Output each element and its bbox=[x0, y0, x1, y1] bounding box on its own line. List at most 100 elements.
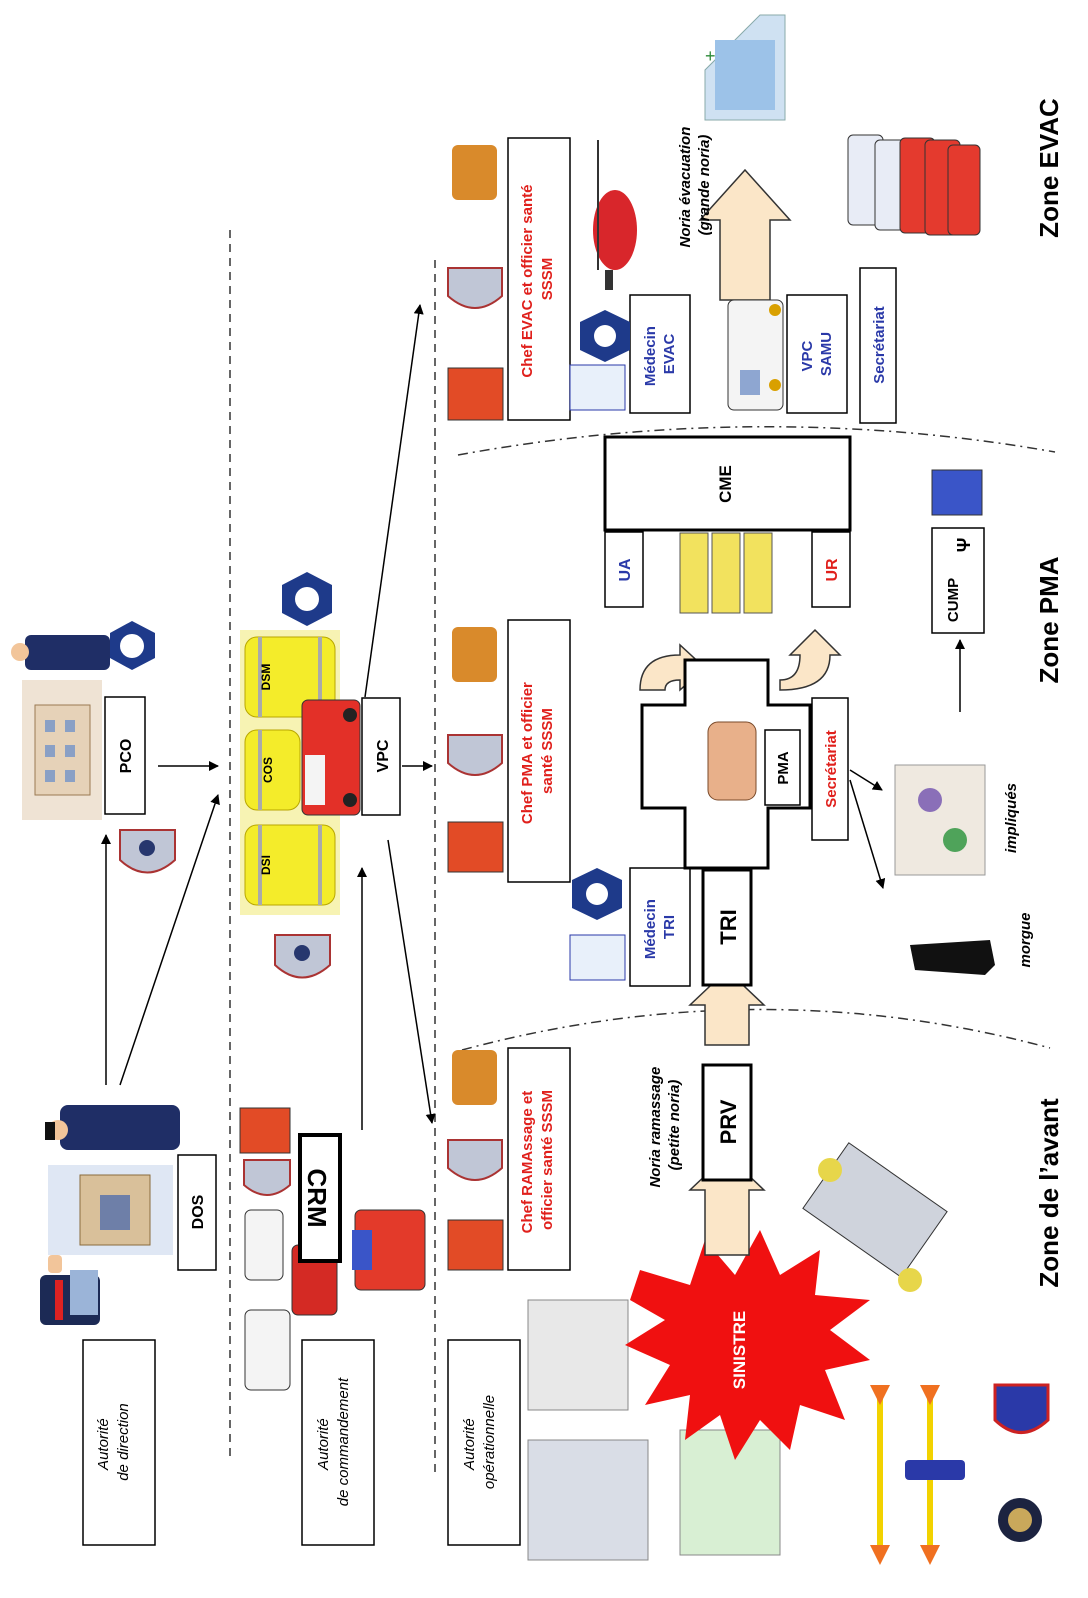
prv-label: PRV bbox=[716, 1099, 741, 1144]
chef-ramassage-box: Chef RAMAssage et officier santé SSSM bbox=[507, 1047, 571, 1271]
ua-label: UA bbox=[617, 558, 634, 582]
department-crest-icon bbox=[993, 1383, 1050, 1434]
pma-cross: PMA bbox=[640, 658, 812, 870]
chef-evac-badges bbox=[447, 145, 504, 421]
mairie-building bbox=[48, 1165, 173, 1255]
prefecture-building bbox=[22, 680, 102, 820]
morgue-label: morgue bbox=[1017, 912, 1034, 967]
svg-text:+: + bbox=[705, 46, 716, 66]
svg-text:Chef RAMAssage et offici: Chef RAMAssage et officier santé SSSM bbox=[519, 1087, 556, 1234]
svg-text:Noria ramassage (petite: Noria ramassage (petite noria) bbox=[647, 1062, 683, 1187]
sdis-emblem-icon bbox=[119, 829, 176, 874]
medecin-evac-line1: Médecin bbox=[642, 326, 659, 386]
sinistre-label: SINISTRE bbox=[730, 1311, 749, 1389]
medecin-evac-badges bbox=[569, 310, 630, 411]
impliques-label: impliqués bbox=[1003, 783, 1020, 853]
vpc-truck bbox=[301, 699, 361, 816]
prefect-figure bbox=[40, 1255, 100, 1325]
crm-box: CRM bbox=[298, 1133, 342, 1263]
chef-ramassage-line2: officier santé SSSM bbox=[539, 1090, 556, 1230]
separator-lines bbox=[229, 230, 1056, 1475]
rescuers-illustration bbox=[527, 1299, 781, 1561]
stretchers-icon bbox=[679, 532, 773, 614]
vpc-label: VPC bbox=[375, 739, 392, 772]
vest-dsi-label: DSI bbox=[259, 855, 273, 875]
chef-pma-badges bbox=[447, 627, 504, 873]
cump-box: CUMP Ψ bbox=[931, 527, 985, 634]
ambulance-samu-illustration bbox=[727, 299, 784, 411]
vest-cos: COS bbox=[244, 729, 301, 811]
medecin-evac-line2: EVAC bbox=[661, 334, 678, 375]
zone-pma-label: Zone PMA bbox=[1034, 556, 1064, 683]
hospital-building: + bbox=[704, 14, 786, 121]
chef-pma-line1: Chef PMA et officier bbox=[519, 682, 536, 824]
noria-ramassage-line1: Noria ramassage bbox=[647, 1067, 664, 1188]
svg-text:Chef EVAC et officier santé: Chef EVAC et officier santé SSSM bbox=[519, 180, 556, 377]
zone-evac-label: Zone EVAC bbox=[1034, 98, 1064, 238]
dos-box: DOS bbox=[177, 1154, 217, 1271]
authority-commandement: Autorité de commandement bbox=[301, 1339, 375, 1546]
svg-text:VPC SAMU: VPC SAMU bbox=[799, 332, 835, 376]
ur-label: UR bbox=[824, 558, 841, 582]
authority-direction: Autorité de direction bbox=[82, 1339, 156, 1546]
noria-evacuation-line1: Noria évacuation bbox=[677, 127, 694, 248]
chef-evac-box: Chef EVAC et officier santé SSSM bbox=[507, 137, 571, 421]
dos-label: DOS bbox=[190, 1194, 207, 1229]
authority-operationnelle-line1: Autorité bbox=[461, 1418, 478, 1471]
chef-ramassage-badges bbox=[447, 1050, 504, 1271]
ambulances-group-illustration bbox=[847, 134, 981, 236]
chef-pma-box: Chef PMA et officier santé SSSM bbox=[507, 619, 571, 883]
medecin-tri-box: Médecin TRI bbox=[629, 867, 691, 987]
secretariat-evac-label: Secrétariat bbox=[871, 306, 888, 384]
secretariat-evac-box: Secrétariat bbox=[859, 267, 897, 424]
chef-evac-line1: Chef EVAC et officier santé bbox=[519, 185, 536, 378]
chef-pma-line2: santé SSSM bbox=[539, 708, 556, 794]
chef-evac-line2: SSSM bbox=[539, 258, 556, 301]
tri-box: TRI bbox=[701, 868, 753, 987]
medecin-evac-box: Médecin EVAC bbox=[629, 294, 691, 414]
svg-text:Chef PMA et officier san: Chef PMA et officier santé SSSM bbox=[519, 678, 556, 824]
authority-direction-line1: Autorité bbox=[95, 1418, 112, 1471]
ur-box: UR bbox=[811, 531, 851, 608]
ua-box: UA bbox=[604, 531, 644, 608]
vest-dsm-label: DSM bbox=[259, 664, 273, 691]
pco-label: PCO bbox=[118, 739, 135, 774]
vpc-samu-line2: SAMU bbox=[818, 332, 835, 376]
prv-box: PRV bbox=[701, 1063, 753, 1182]
svg-text:Autorité opérationnelle: Autorité opérationnelle bbox=[461, 1395, 498, 1489]
cump-badge-icon bbox=[931, 469, 983, 516]
noria-ramassage-label: Noria ramassage (petite noria) bbox=[647, 1062, 683, 1188]
noria-evacuation-line2: (grande noria) bbox=[696, 135, 713, 236]
sdis-emblem-vpc-icon bbox=[274, 934, 331, 979]
sinistre-star: SINISTRE bbox=[625, 1230, 870, 1460]
medecin-tri-badges bbox=[569, 868, 626, 981]
crm-label: CRM bbox=[302, 1168, 332, 1227]
officer-figure-pco bbox=[11, 635, 110, 670]
pma-label: PMA bbox=[775, 751, 792, 785]
vpc-samu-line1: VPC bbox=[799, 340, 816, 371]
cump-label: CUMP bbox=[945, 578, 962, 622]
pma-arrows bbox=[849, 639, 965, 889]
svg-text:Noria évacuation (grande: Noria évacuation (grande noria) bbox=[677, 122, 713, 247]
secretariat-pma-box: Secrétariat bbox=[811, 697, 849, 841]
officer-figure-dos bbox=[45, 1105, 180, 1150]
samu-emblem-vpc-icon bbox=[282, 572, 332, 626]
coffin-icon bbox=[910, 940, 995, 975]
vehicles-group bbox=[244, 1209, 426, 1391]
vest-cos-label: COS bbox=[261, 757, 275, 783]
cme-box: CME bbox=[603, 435, 852, 532]
svg-text:Autorité de commandement: Autorité de commandement bbox=[315, 1377, 352, 1506]
chef-ramassage-line1: Chef RAMAssage et bbox=[519, 1091, 536, 1234]
helicopter-illustration bbox=[593, 140, 637, 290]
authority-commandement-line2: de commandement bbox=[335, 1377, 352, 1506]
svg-text:Médecin EVAC: Médecin EVAC bbox=[642, 322, 678, 386]
police-badge-icon bbox=[998, 1498, 1042, 1542]
secretariat-pma-label: Secrétariat bbox=[823, 730, 840, 808]
zone-front-label: Zone de l’avant bbox=[1034, 1098, 1064, 1288]
cump-psi-icon: Ψ bbox=[954, 538, 974, 553]
vpc-box: VPC bbox=[361, 697, 401, 816]
svg-text:Autorité de direction: Autorité de direction bbox=[95, 1403, 132, 1481]
svg-text:Médecin TRI: Médecin TRI bbox=[642, 895, 678, 959]
impliques-illustration bbox=[894, 764, 986, 876]
